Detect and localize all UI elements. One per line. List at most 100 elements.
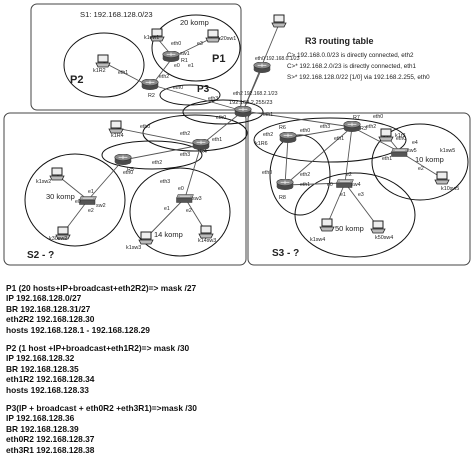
iface-eth1-sw5: eth1 <box>382 156 392 162</box>
node-label-sw5: sw5 <box>407 148 417 154</box>
iface-eth2-r5: eth2 <box>152 160 162 166</box>
router-central[interactable] <box>234 106 252 117</box>
node-label-r6: R6 <box>279 125 286 131</box>
s2-left-ellipse <box>24 153 126 247</box>
node-label-k30sw2: k30sw2 <box>49 236 67 242</box>
komp10-label: 10 komp <box>415 155 444 164</box>
note-line: eth1R2 192.168.128.34 <box>6 374 95 385</box>
s3-left-ellipse <box>269 134 331 216</box>
node-label-r7: R7 <box>353 115 360 121</box>
s3-frame <box>247 112 471 266</box>
node-label-k20sw1: k20sw1 <box>218 36 236 42</box>
iface-eth0-center: eth0 <box>216 115 226 121</box>
laptop-k14sw3[interactable] <box>198 225 214 239</box>
note-block-p2: P2 (1 host +IP+broadcast+eth1R2)=> mask … <box>6 343 468 395</box>
komp14-label: 14 komp <box>154 230 183 239</box>
iface-e2-sw2: e2 <box>88 208 94 214</box>
iface-eth0-r2: eth0 <box>173 85 183 91</box>
laptop-k1sw4[interactable] <box>319 218 335 232</box>
laptop-top[interactable] <box>271 14 287 28</box>
iface-eth1-r7: eth1 <box>334 136 344 142</box>
switch-sw5[interactable] <box>391 148 409 157</box>
note-line: hosts 192.168.128.1 - 192.168.128.29 <box>6 324 150 335</box>
switch-sw2[interactable] <box>79 196 97 205</box>
device-layer <box>49 14 450 245</box>
note-line: IP 192.168.128.0/27 <box>6 293 82 304</box>
laptop-k1sw2[interactable] <box>49 167 65 181</box>
node-label-sw2: sw2 <box>96 203 106 209</box>
node-label-sw1: sw1 <box>180 51 190 57</box>
subnet-calculation-notes: P1 (20 hosts+IP+broadcast+eth2R2)=> mask… <box>6 283 468 463</box>
center-link-ellipse <box>182 99 264 125</box>
node-label-k1r4: k1R4 <box>111 133 124 139</box>
switch-sw3[interactable] <box>176 194 194 203</box>
node-label-k14sw3: k14sw3 <box>198 238 216 244</box>
node-label-k1sw2: k1sw2 <box>36 179 51 185</box>
s3-top-ellipse <box>253 117 407 163</box>
iface-e3-sw4: e3 <box>358 192 364 198</box>
iface-eth2-r8: eth2 <box>300 172 310 178</box>
node-label-k10sw5: k10sw5 <box>441 186 459 192</box>
laptop-k1r4[interactable] <box>108 120 124 134</box>
p2-label: P2 <box>70 74 83 86</box>
p1-ellipse <box>151 14 241 82</box>
laptop-k1r2[interactable] <box>95 54 111 68</box>
iface-eth3-r4: eth3 <box>180 152 190 158</box>
node-label-k1r2: k1R2 <box>93 68 106 74</box>
node-label-k1sw4: k1sw4 <box>310 237 325 243</box>
route-line-1: C> 192.168.0.0/23 is directly connected,… <box>287 52 414 59</box>
note-line: eth2R2 192.168.128.30 <box>6 314 95 325</box>
node-label-k1r6: k1R6 <box>255 141 268 147</box>
iface-e2-sw3: e2 <box>186 208 192 214</box>
router-r1[interactable] <box>162 51 180 62</box>
note-line: IP 192.168.128.36 <box>6 413 75 424</box>
iface-eth2-r2: eth2 <box>159 74 169 80</box>
router-r6[interactable] <box>279 132 297 143</box>
s2-label: S2 - ? <box>27 250 54 261</box>
note-line: eth0R2 192.168.128.37 <box>6 434 95 445</box>
laptop-k10sw5[interactable] <box>434 171 450 185</box>
note-block-p3: P3(IP + broadcast + eth0R2 +eth3R1)=>mas… <box>6 403 468 455</box>
iface-eth1-center-right: eth1 <box>263 112 273 118</box>
node-label-k50sw4: k50sw4 <box>375 235 393 241</box>
iface-eth2-r6: eth2 <box>263 132 273 138</box>
p2-ellipse <box>63 32 145 98</box>
iface-eth1-k1r2: eth1 <box>118 70 128 76</box>
node-label-k1sw5: k1sw5 <box>440 148 455 154</box>
s3-bottom-ellipse <box>294 172 416 258</box>
note-line: BR 192.168.128.31/27 <box>6 303 91 314</box>
node-label-r3: R3 <box>360 126 367 132</box>
iface-eth1-r8: eth1 <box>300 182 310 188</box>
s2-frame <box>3 112 247 266</box>
laptop-k1sw3[interactable] <box>138 231 154 245</box>
router-r8[interactable] <box>276 179 294 190</box>
r3-title: R3 routing table <box>305 36 374 46</box>
router-r2[interactable] <box>141 79 159 90</box>
iface-eth0-r5: eth0 <box>123 170 133 176</box>
note-line: P2 (1 host +IP+broadcast+eth1R2)=> mask … <box>6 343 190 354</box>
iface-e1-sw2: e1 <box>88 189 94 195</box>
iface-e0-sw1: e0 <box>174 63 180 69</box>
router-r7[interactable] <box>343 121 361 132</box>
laptop-k1r3[interactable] <box>378 128 394 142</box>
router-r3[interactable] <box>253 62 271 73</box>
komp50-label: 50 komp <box>335 224 364 233</box>
iface-eth2-r4: eth2 <box>180 131 190 137</box>
s1-frame <box>30 3 242 111</box>
iface-eth3-r7: eth3 <box>320 124 330 130</box>
komp30-label: 30 komp <box>46 192 75 201</box>
iface-e0-sw4: e0 <box>327 182 333 188</box>
s2-right-ellipse <box>129 167 231 257</box>
iface-e0-sw2: e0 <box>75 199 81 205</box>
s3-label: S3 - ? <box>272 248 299 259</box>
node-label-r5: R5 <box>127 167 134 173</box>
iface-eth0-r8: eth0 <box>262 170 272 176</box>
note-line: hosts 192.168.128.33 <box>6 384 89 395</box>
note-line: eth3R1 192.168.128.38 <box>6 444 95 455</box>
ip-eth0-top: eth0 192.168.0.1/23 <box>255 56 300 62</box>
note-block-p1: P1 (20 hosts+IP+broadcast+eth2R2)=> mask… <box>6 283 468 335</box>
router-r5[interactable] <box>114 154 132 165</box>
laptop-k50sw4[interactable] <box>370 220 386 234</box>
node-label-r1: R1 <box>181 58 188 64</box>
note-line: BR 192.168.128.39 <box>6 423 79 434</box>
